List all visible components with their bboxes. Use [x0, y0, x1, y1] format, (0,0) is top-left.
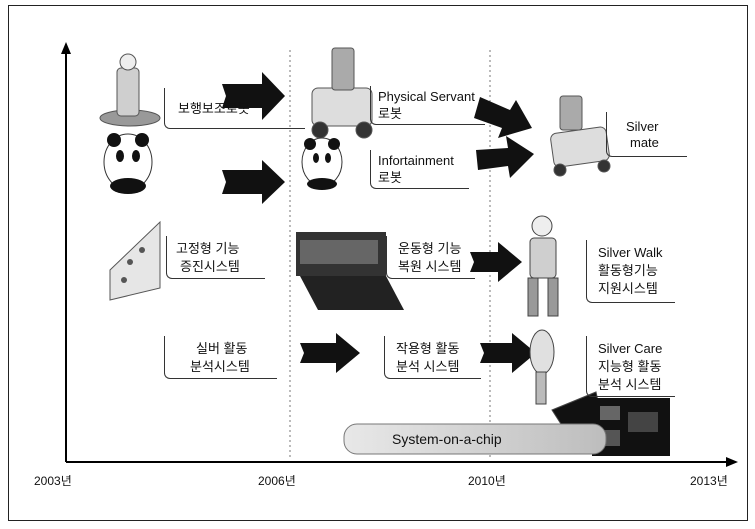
label-silver-walk-2: 활동형기능	[598, 263, 658, 278]
label-silver-walk-3: 지원시스템	[598, 281, 658, 296]
label-working-1: 작용형 활동	[396, 341, 460, 356]
bracket	[606, 112, 687, 157]
label-silver-walk-1: Silver Walk	[598, 245, 663, 260]
arrow-icon	[222, 160, 285, 204]
label-infotainment-2: 로봇	[378, 170, 402, 185]
chip-board-image	[592, 398, 670, 456]
bracket	[370, 150, 469, 189]
label-fixed-1: 고정형 기능	[176, 241, 240, 256]
bracket	[370, 86, 485, 125]
arrow-icon	[474, 97, 532, 138]
year-2010: 2010년	[468, 474, 506, 488]
bracket	[586, 336, 675, 397]
label-walking-assist: 보행보조로봇	[178, 101, 250, 116]
label-working-2: 분석 시스템	[396, 359, 460, 374]
label-silver-activity-1: 실버 활동	[196, 341, 248, 356]
bracket	[386, 236, 475, 279]
x-axis-arrow-icon	[726, 457, 738, 467]
diagram-frame	[8, 5, 748, 521]
label-physical-servant-2: 로봇	[378, 106, 402, 121]
arrow-icon	[222, 72, 285, 120]
y-axis-arrow-icon	[61, 42, 71, 54]
bracket	[164, 88, 305, 129]
label-silver-care-2: 지능형 활동	[598, 359, 662, 374]
year-2003: 2003년	[34, 474, 72, 488]
arrows	[222, 72, 536, 373]
label-silver-mate-1: Silver	[626, 119, 659, 134]
arrow-icon	[300, 333, 360, 373]
arrow-icon	[470, 242, 522, 282]
bracket	[164, 336, 277, 379]
label-exercise-1: 운동형 기능	[398, 241, 462, 256]
label-physical-servant-1: Physical Servant	[378, 89, 475, 104]
year-2006: 2006년	[258, 474, 296, 488]
label-silver-care-1: Silver Care	[598, 341, 663, 356]
panda-robot-image-2	[301, 137, 343, 190]
arrow-icon	[476, 136, 534, 178]
soc-bar	[343, 423, 607, 455]
label-silver-mate-2: mate	[630, 135, 659, 150]
arrow-icon	[480, 333, 536, 373]
year-2013: 2013년	[690, 474, 728, 488]
bracket	[586, 240, 675, 303]
walking-robot-image	[99, 53, 161, 127]
label-exercise-2: 복원 시스템	[398, 259, 462, 274]
exercise-device-image	[296, 232, 404, 310]
silver-mate-robot-image	[550, 95, 611, 177]
fixed-device-image	[109, 220, 161, 301]
servant-robot-image	[311, 47, 373, 139]
silver-walk-image	[527, 215, 559, 317]
label-infotainment-1: Infortainment	[378, 153, 454, 168]
bracket	[384, 336, 481, 379]
label-silver-activity-2: 분석시스템	[190, 359, 250, 374]
label-fixed-2: 증진시스템	[180, 259, 240, 274]
panda-robot-image	[103, 133, 153, 194]
soc-label: System-on-a-chip	[392, 431, 502, 447]
bracket	[166, 236, 265, 279]
label-silver-care-3: 분석 시스템	[598, 377, 662, 392]
